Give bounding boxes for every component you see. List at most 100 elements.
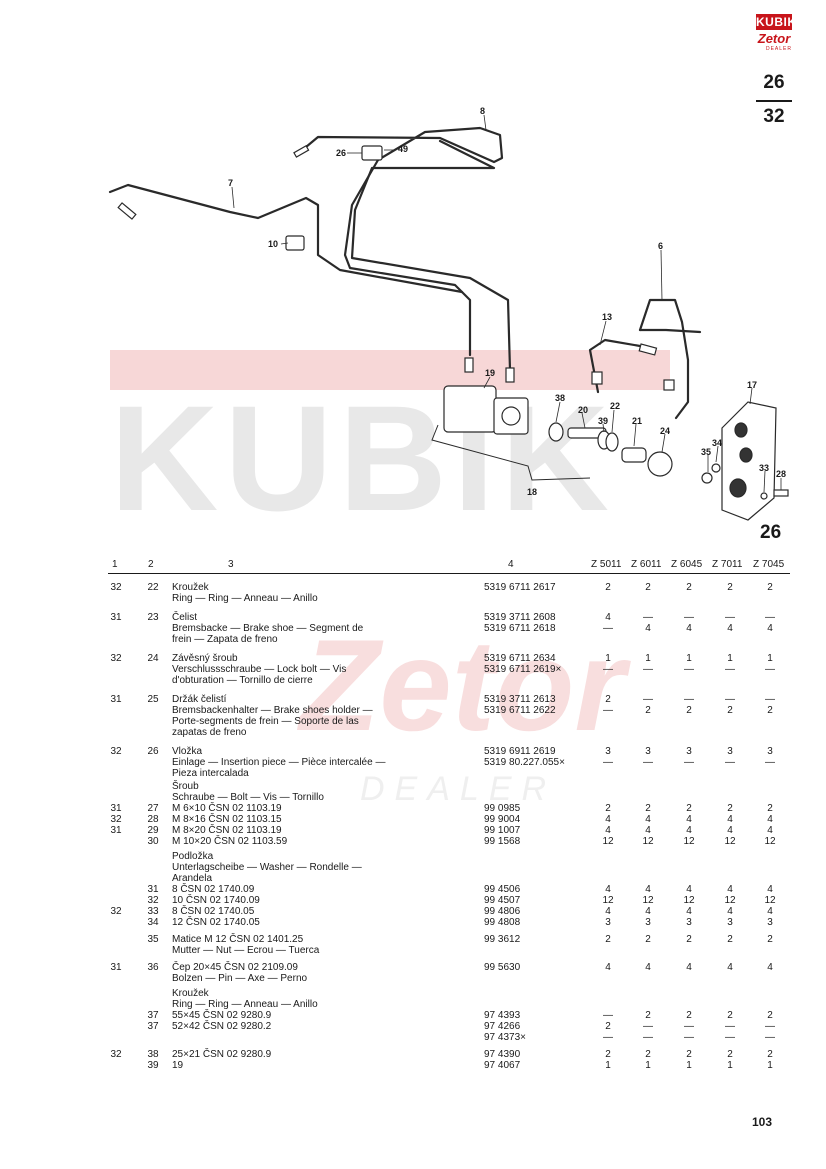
position-number: 34	[147, 917, 159, 928]
quantity-cell: 4	[767, 906, 773, 917]
figure-ref: 31	[110, 694, 122, 705]
position-number: 36	[147, 962, 159, 973]
quantity-cell: 12	[602, 836, 614, 847]
callout-26: 26	[336, 148, 346, 158]
part-number: 97 4390	[484, 1049, 521, 1060]
quantity-cell: 4	[727, 623, 733, 634]
quantity-cell: 4	[686, 623, 692, 634]
header-z6011: Z 6011	[631, 559, 662, 570]
kubik-zetor-logo: KUBIK Zetor DEALER	[756, 14, 796, 52]
quantity-cell: 2	[605, 934, 611, 945]
part-number: 99 4506	[484, 884, 521, 895]
part-description: Vložka	[172, 746, 203, 757]
part-number: 99 5630	[484, 962, 521, 973]
quantity-cell: 2	[686, 582, 692, 593]
part-number: 5319 3711 2613	[484, 694, 556, 705]
position-number: 24	[147, 653, 159, 664]
quantity-cell: 2	[686, 803, 692, 814]
quantity-cell: —	[603, 1032, 613, 1043]
part-description: 52×42 ČSN 02 9280.2	[172, 1021, 272, 1032]
part-number: 97 4266	[484, 1021, 521, 1032]
quantity-cell: —	[603, 705, 613, 716]
quantity-cell: 2	[767, 934, 773, 945]
figure-ref: 31	[110, 962, 122, 973]
part-number: 99 3612	[484, 934, 521, 945]
part-description: 8 ČSN 02 1740.05	[172, 906, 255, 917]
quantity-cell: 4	[605, 612, 611, 623]
callout-39: 39	[598, 416, 608, 426]
quantity-cell: 12	[724, 895, 736, 906]
quantity-cell: —	[725, 1021, 735, 1032]
figure-ref: 31	[110, 612, 122, 623]
quantity-cell: 12	[764, 836, 776, 847]
position-number: 38	[147, 1049, 159, 1060]
part-number: 5319 6711 2619×	[484, 664, 562, 675]
quantity-cell: 1	[767, 1060, 773, 1071]
brake-pipe-8b	[350, 139, 512, 372]
part-description: 55×45 ČSN 02 9280.9	[172, 1010, 272, 1021]
brake-pipe-8	[298, 126, 504, 357]
part-number: 97 4393	[484, 1010, 521, 1021]
fraction-divider	[756, 100, 792, 102]
ring-22	[605, 432, 619, 452]
callout-17: 17	[747, 380, 757, 390]
quantity-cell: 2	[727, 705, 733, 716]
header-col-2: 2	[148, 559, 154, 570]
position-number: 23	[147, 612, 159, 623]
quantity-cell: 3	[727, 746, 733, 757]
brake-pipe-7	[108, 183, 464, 294]
callout-35: 35	[701, 447, 711, 457]
quantity-cell: 1	[645, 1060, 651, 1071]
quantity-cell: —	[765, 1032, 775, 1043]
quantity-cell: 2	[605, 803, 611, 814]
quantity-cell: 1	[605, 653, 611, 664]
quantity-cell: 2	[727, 934, 733, 945]
part-description: Mutter — Nut — Ecrou — Tuerca	[172, 945, 320, 956]
quantity-cell: 12	[642, 836, 654, 847]
quantity-cell: 3	[686, 917, 692, 928]
ring-38	[548, 422, 564, 442]
quantity-cell: —	[643, 757, 653, 768]
quantity-cell: —	[643, 1021, 653, 1032]
part-number: 5319 6711 2634	[484, 653, 556, 664]
part-number: 99 1007	[484, 825, 521, 836]
part-number: 99 4808	[484, 917, 521, 928]
quantity-cell: 2	[605, 582, 611, 593]
quantity-cell: —	[643, 694, 653, 705]
quantity-cell: 4	[686, 884, 692, 895]
part-description: 10 ČSN 02 1740.09	[172, 895, 260, 906]
part-description: Držák čelistí	[172, 694, 227, 705]
quantity-cell: 3	[605, 917, 611, 928]
quantity-cell: 3	[686, 746, 692, 757]
brake-pipes-diagram: 8 7 26 49 10 6 13 19 38 20 39 22 21 24 1…	[108, 106, 789, 521]
quantity-cell: 4	[645, 623, 651, 634]
quantity-cell: 2	[645, 705, 651, 716]
header-col-3: 3	[228, 559, 234, 570]
quantity-cell: 4	[727, 884, 733, 895]
quantity-cell: 4	[727, 962, 733, 973]
quantity-cell: 1	[727, 1060, 733, 1071]
part-description: zapatas de freno	[172, 727, 247, 738]
quantity-cell: 4	[645, 906, 651, 917]
quantity-cell: —	[643, 1032, 653, 1043]
quantity-cell: 4	[767, 962, 773, 973]
pipe-nut-13	[591, 371, 603, 385]
part-description: Bremsbacke — Brake shoe — Segment de	[172, 623, 364, 634]
position-number: 29	[147, 825, 159, 836]
position-number: 28	[147, 814, 159, 825]
part-description: Podložka	[172, 851, 214, 862]
position-number: 31	[147, 884, 159, 895]
part-description: Unterlagscheibe — Washer — Rondelle —	[172, 862, 362, 873]
quantity-cell: 4	[686, 825, 692, 836]
logo-dealer: DEALER	[765, 46, 792, 52]
quantity-cell: 2	[767, 1049, 773, 1060]
quantity-cell: 12	[602, 895, 614, 906]
quantity-cell: 1	[686, 1060, 692, 1071]
